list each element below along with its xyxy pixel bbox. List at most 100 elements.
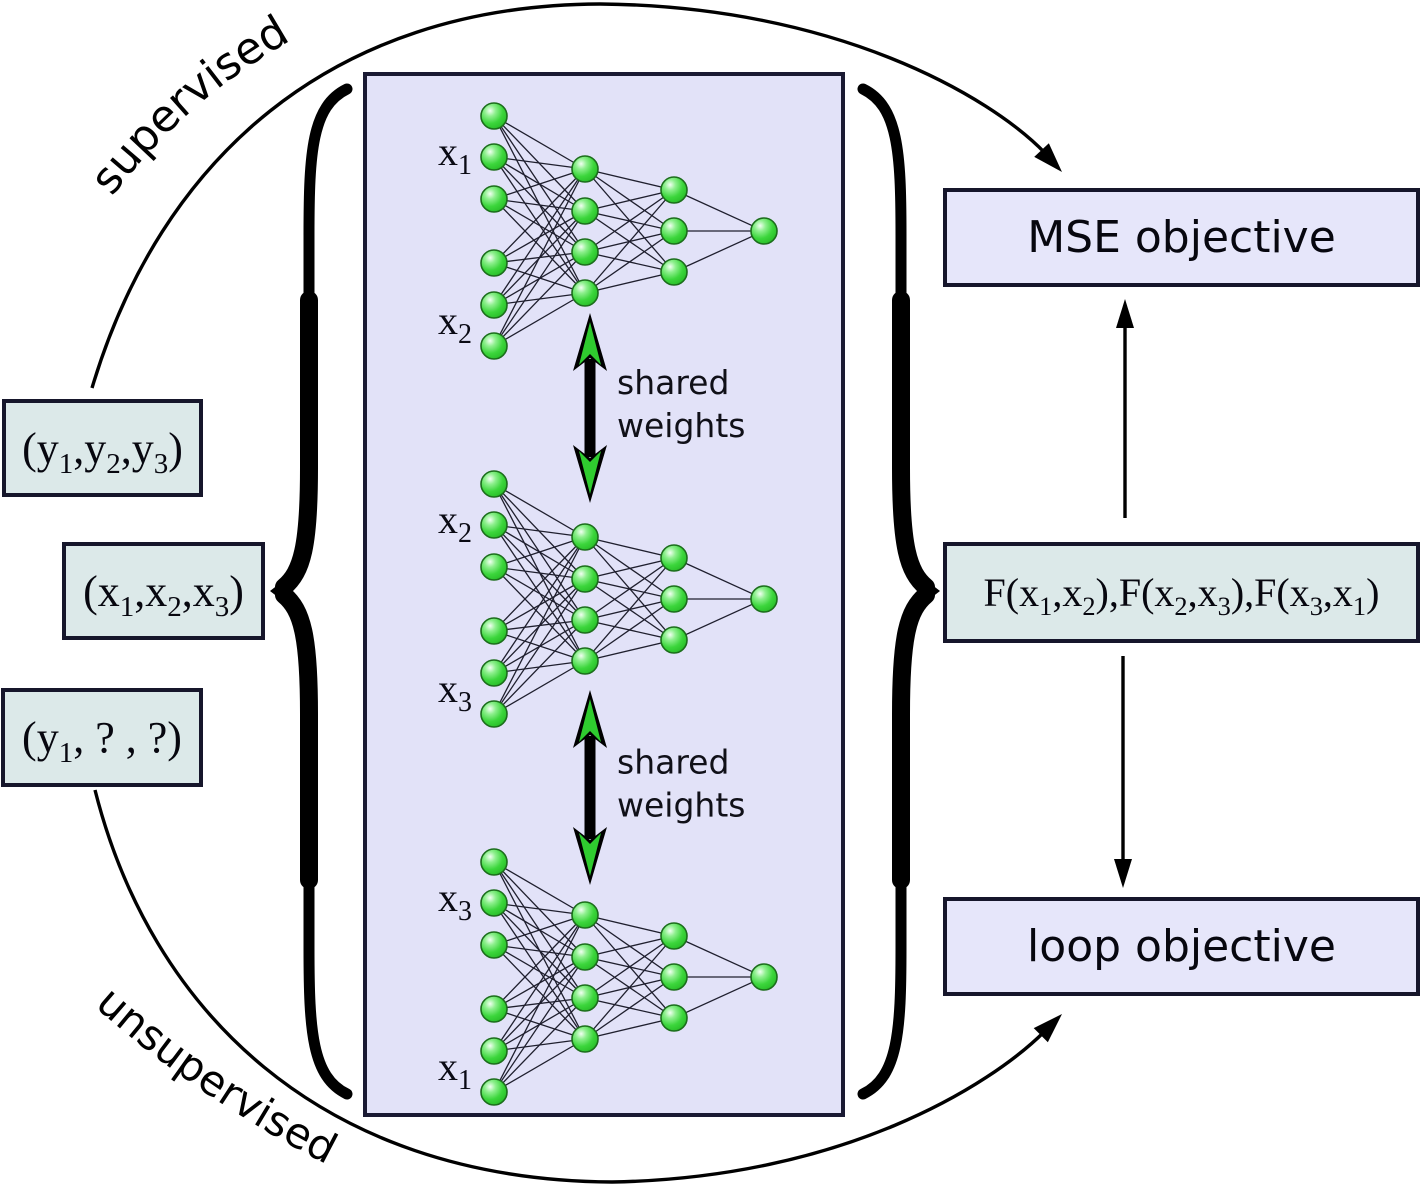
network-edge	[493, 536, 586, 632]
network-edge	[673, 598, 765, 641]
neuron-node	[480, 102, 508, 130]
neuron-node	[571, 197, 599, 225]
network-edge	[493, 619, 586, 715]
neuron-node	[660, 1004, 688, 1032]
neuron-node	[750, 585, 778, 613]
neuron-node	[480, 249, 508, 277]
network-edge	[493, 168, 586, 306]
neuron-node	[480, 332, 508, 360]
neuron-node	[480, 700, 508, 728]
network-edge	[584, 271, 675, 294]
neuron-node	[660, 922, 688, 950]
network-edge	[493, 944, 586, 999]
neuron-node	[480, 889, 508, 917]
network-edge	[493, 566, 586, 662]
network-edge	[493, 292, 586, 347]
neuron-node	[660, 626, 688, 654]
supervised-arrow	[90, 2, 1047, 389]
neuron-node	[660, 585, 688, 613]
network-edge	[493, 944, 586, 958]
neuron-node	[480, 291, 508, 319]
network-edge	[673, 557, 765, 600]
network-edge	[493, 914, 586, 1052]
shared-weights-label: shared	[617, 743, 729, 782]
neuron-node	[571, 606, 599, 634]
network-edge	[493, 956, 586, 1093]
network-edge	[673, 935, 765, 978]
network-edge	[584, 1017, 675, 1040]
neuron-node	[571, 984, 599, 1012]
network-edge	[493, 168, 586, 200]
outputs-to-loop-arrowhead	[1114, 859, 1132, 888]
outputs-to-mse-arrowhead	[1116, 299, 1134, 328]
neuron-node	[750, 963, 778, 991]
network-edge	[493, 536, 586, 674]
neuron-node	[660, 258, 688, 286]
neuron-node	[571, 647, 599, 675]
shared-weights-label: shared	[617, 363, 729, 402]
network-edge	[584, 914, 675, 937]
network-edge	[493, 914, 586, 1010]
network-edge	[493, 210, 586, 347]
network-edge	[493, 660, 586, 715]
neuron-node	[480, 1078, 508, 1106]
network-edge	[493, 578, 586, 715]
neuron-node	[660, 544, 688, 572]
neuron-node	[660, 217, 688, 245]
unsupervised-arrowhead	[1033, 1014, 1062, 1043]
network-edge	[584, 639, 675, 662]
network-input-label-bottom: x2	[438, 298, 472, 350]
network-edge	[493, 861, 586, 916]
loop-objective-box: loop objective	[943, 897, 1420, 996]
neuron-node	[660, 176, 688, 204]
right-brace	[857, 83, 940, 1100]
network-edge	[493, 997, 586, 1093]
neuron-node	[480, 511, 508, 539]
network-edge	[493, 566, 586, 580]
partial-targets-text: (y1, ? , ?)	[22, 713, 182, 769]
neuron-node	[480, 848, 508, 876]
label-box-partial-targets: (y1, ? , ?)	[1, 688, 203, 787]
neuron-node	[480, 931, 508, 959]
neuron-node	[480, 617, 508, 645]
shared-weights-label: weights	[617, 406, 745, 445]
network-outputs-box: F(x1,x2),F(x2,x3),F(x3,x1)	[943, 542, 1420, 643]
network-edge	[584, 557, 675, 621]
network-edge	[493, 198, 586, 294]
neuron-node	[660, 963, 688, 991]
neuron-node	[571, 901, 599, 929]
neuron-node	[571, 943, 599, 971]
network-edge	[673, 230, 765, 273]
network-edge	[493, 156, 586, 170]
network-edge	[493, 524, 586, 538]
mse-objective-box: MSE objective	[943, 188, 1420, 287]
unsupervised-arrow	[93, 789, 1047, 1184]
neuron-node	[571, 523, 599, 551]
network-edge	[493, 914, 586, 1093]
label-box-targets: (y1,y2,y3)	[2, 399, 203, 497]
supervised-label: supervised	[81, 6, 298, 204]
shared-weights-label: weights	[617, 786, 745, 825]
shared-weights-arrow: shared weights	[573, 313, 745, 503]
network-edge	[493, 251, 586, 347]
network-edge	[493, 115, 586, 170]
network-edge	[673, 189, 765, 232]
neuron-node	[571, 1025, 599, 1053]
network-edge	[584, 189, 675, 212]
label-box-inputs: (x1,x2,x3)	[62, 542, 265, 640]
neuron-node	[480, 185, 508, 213]
network-edge	[584, 230, 675, 294]
network-edge	[584, 935, 675, 999]
network-edge	[493, 536, 586, 715]
network-edge	[584, 935, 675, 1040]
loop-objective-text: loop objective	[1027, 921, 1336, 972]
network-edge	[493, 198, 586, 212]
neuron-node	[571, 238, 599, 266]
mse-objective-text: MSE objective	[1027, 212, 1336, 263]
network-outputs-text: F(x1,x2),F(x2,x3),F(x3,x1)	[983, 570, 1380, 621]
neuron-node	[480, 995, 508, 1023]
network-edge	[493, 168, 586, 347]
network-edge	[673, 976, 765, 1019]
